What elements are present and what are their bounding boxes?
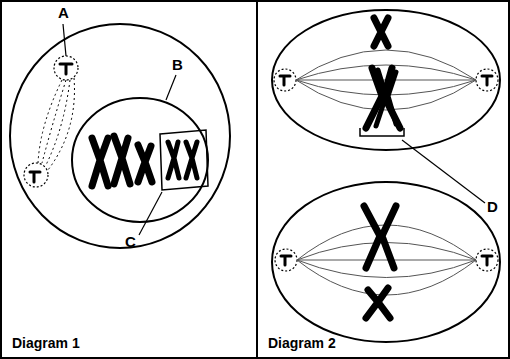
bracket bbox=[360, 128, 404, 136]
part-letter: B bbox=[172, 56, 183, 73]
spindle-fibers bbox=[38, 78, 74, 170]
part-letter: A bbox=[58, 4, 69, 21]
nuclear-membrane bbox=[72, 98, 208, 222]
panel-title: Diagram 2 bbox=[268, 335, 336, 351]
centrosome bbox=[24, 163, 48, 187]
diagram-panel: Diagram 2 bbox=[256, 0, 510, 359]
cell-membrane bbox=[272, 10, 500, 150]
diagram-panel: Diagram 1 bbox=[0, 0, 258, 359]
centrosome bbox=[275, 249, 297, 271]
part-letter: C bbox=[125, 233, 136, 250]
chromosomes bbox=[364, 206, 396, 318]
cell-membrane bbox=[10, 24, 230, 248]
cell-membrane bbox=[272, 182, 500, 342]
spindle-fibers bbox=[297, 225, 476, 295]
centrosome bbox=[476, 69, 498, 91]
centrosome bbox=[274, 69, 296, 91]
leader-lines bbox=[63, 24, 176, 235]
tetrad-box bbox=[160, 130, 208, 190]
chromosomes bbox=[366, 18, 400, 128]
centriole bbox=[30, 64, 72, 182]
part-letter: D bbox=[487, 198, 498, 215]
chromosome-pair bbox=[168, 142, 197, 178]
centrosome bbox=[476, 249, 498, 271]
chromosomes bbox=[92, 136, 152, 186]
centrosome bbox=[54, 56, 78, 80]
panel-title: Diagram 1 bbox=[12, 335, 80, 351]
